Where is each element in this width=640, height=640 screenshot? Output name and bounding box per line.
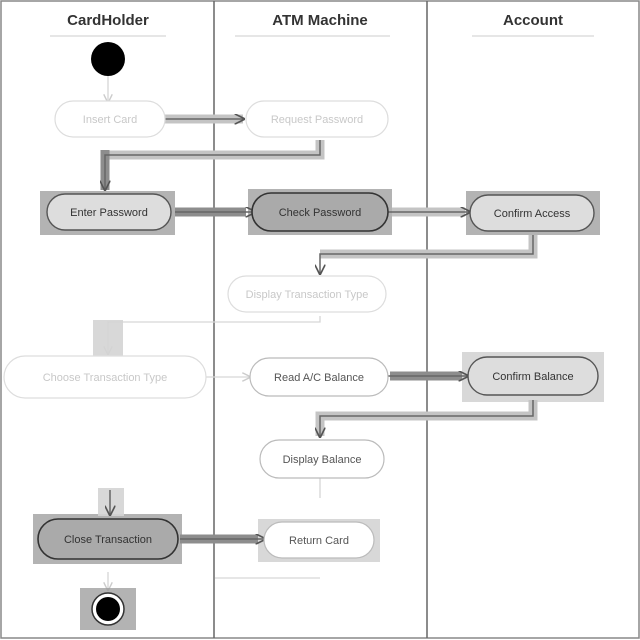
node-confirm-balance: Confirm Balance <box>467 356 599 396</box>
node-enter-password-label: Enter Password <box>70 207 148 219</box>
flow-confirm-balance-to-display-balance <box>320 400 534 437</box>
node-confirm-access: Confirm Access <box>469 194 595 232</box>
node-return-card-label: Return Card <box>289 535 349 547</box>
node-close-transaction: Close Transaction <box>37 518 179 560</box>
start-node <box>91 42 125 76</box>
node-request-password: Request Password <box>245 100 389 138</box>
node-confirm-access-label: Confirm Access <box>494 208 571 220</box>
node-return-card: Return Card <box>263 521 375 559</box>
node-display-balance: Display Balance <box>259 439 385 479</box>
lane-header-account: Account <box>503 12 563 29</box>
node-check-password: Check Password <box>251 192 389 232</box>
node-confirm-balance-label: Confirm Balance <box>492 371 573 383</box>
flow-confirm-access-to-display-transaction-type <box>320 235 534 274</box>
node-read-ac-balance-label: Read A/C Balance <box>274 372 364 384</box>
lane-header-atm-machine: ATM Machine <box>272 12 368 29</box>
lane-header-cardholder: CardHolder <box>67 12 149 29</box>
flow-band-request-to-enter <box>105 140 325 160</box>
node-insert-card-label: Insert Card <box>83 114 137 126</box>
node-choose-transaction-type-label: Choose Transaction Type <box>43 372 168 384</box>
node-read-ac-balance: Read A/C Balance <box>249 357 389 397</box>
highlight-close-entry <box>98 488 124 516</box>
node-enter-password: Enter Password <box>46 193 172 231</box>
node-display-balance-label: Display Balance <box>283 454 362 466</box>
highlight-choose-entry <box>93 320 123 356</box>
node-request-password-label: Request Password <box>271 114 363 126</box>
node-insert-card: Insert Card <box>54 100 166 138</box>
end-node <box>96 597 120 621</box>
node-check-password-label: Check Password <box>279 207 362 219</box>
flow-request-password-to-enter-password <box>105 140 321 190</box>
node-display-transaction-type: Display Transaction Type <box>227 275 387 313</box>
node-choose-transaction-type: Choose Transaction Type <box>3 355 207 399</box>
node-close-transaction-label: Close Transaction <box>64 534 152 546</box>
node-display-transaction-type-label: Display Transaction Type <box>246 289 369 301</box>
